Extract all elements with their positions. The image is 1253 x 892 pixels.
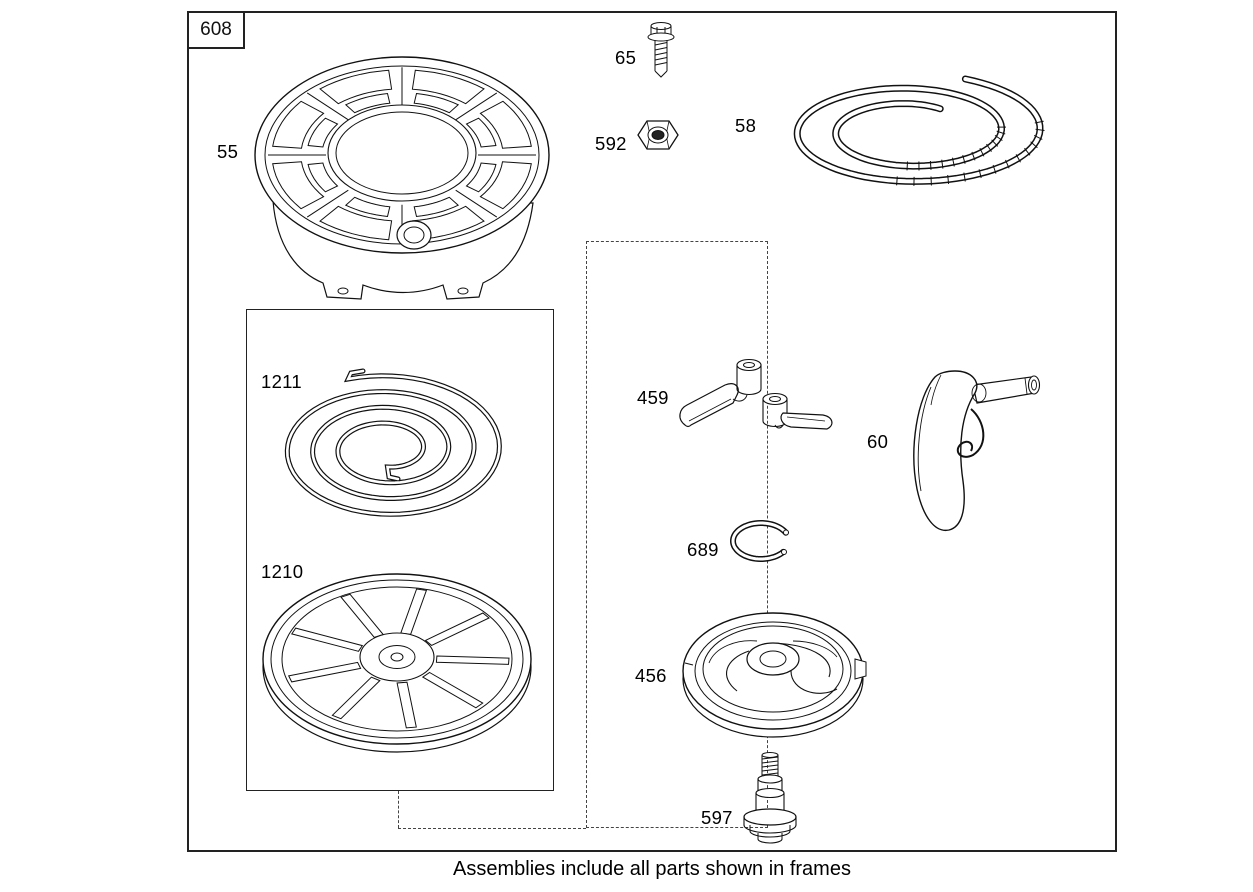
part-60-starter-handle-drawing (913, 370, 1041, 531)
part-597-screw-drawing (743, 752, 797, 844)
assembly-note-caption: Assemblies include all parts shown in fr… (453, 858, 851, 880)
part-1211-recoil-spring-drawing (284, 368, 502, 517)
part-label-1211: 1211 (261, 371, 302, 392)
part-label-65: 65 (615, 47, 637, 68)
spring-pulley-assembly-frame (246, 309, 554, 791)
part-label-1210: 1210 (261, 561, 304, 582)
frame-id-box: 608 (187, 11, 245, 49)
part-459-pawl-set-drawing (679, 358, 833, 430)
part-456-starter-clutch-drawing (682, 612, 867, 738)
part-label-55: 55 (217, 141, 239, 162)
part-592-nut-drawing (637, 120, 679, 150)
part-label-58: 58 (735, 115, 757, 136)
dashed-connector-vertical (398, 791, 399, 828)
part-689-retainer-ring-drawing (729, 520, 789, 562)
clutch-assembly-dashed-frame (586, 241, 768, 828)
part-label-689: 689 (687, 539, 719, 560)
frame-id-label: 608 (200, 19, 232, 40)
main-assembly-frame: 608 (187, 11, 1117, 852)
part-label-60: 60 (867, 431, 889, 452)
part-label-456: 456 (635, 665, 667, 686)
part-label-592: 592 (595, 133, 627, 154)
part-65-bolt-drawing (647, 22, 675, 78)
part-label-459: 459 (637, 387, 669, 408)
part-1210-pulley-drawing (262, 573, 532, 753)
part-label-597: 597 (701, 807, 733, 828)
part-58-starter-spring-drawing (793, 75, 1045, 186)
part-55-blower-housing-drawing (254, 56, 550, 300)
dashed-connector-horizontal (398, 828, 586, 829)
